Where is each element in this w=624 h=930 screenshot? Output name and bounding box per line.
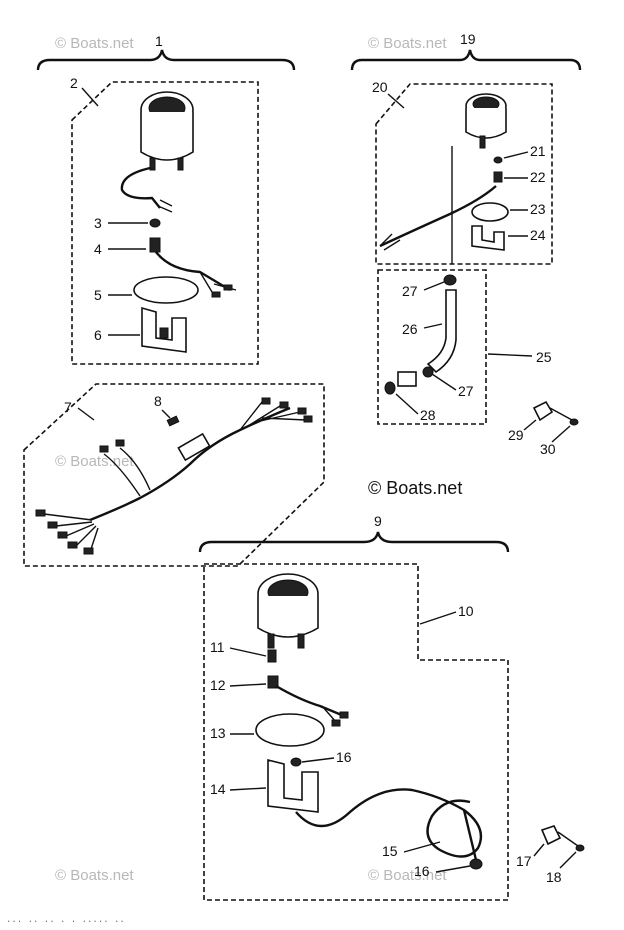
watermark-bottom-right: © Boats.net: [368, 867, 447, 884]
callout-27b[interactable]: 27: [458, 383, 474, 399]
watermark-top-left: © Boats.net: [55, 35, 134, 52]
callout-30[interactable]: 30: [540, 441, 556, 457]
callout-21[interactable]: 21: [530, 143, 546, 159]
callout-25[interactable]: 25: [536, 349, 552, 365]
part-6-bracket[interactable]: [141, 306, 187, 353]
gauge-part[interactable]: [140, 91, 194, 171]
watermark-bottom-left: © Boats.net: [55, 867, 134, 884]
callout-9[interactable]: 9: [374, 513, 382, 529]
watermark-top-right: © Boats.net: [368, 35, 447, 52]
callout-20[interactable]: 20: [372, 79, 388, 95]
part-26-tube[interactable]: [426, 289, 457, 374]
part-18[interactable]: [575, 844, 585, 852]
callout-7[interactable]: 7: [64, 399, 72, 415]
callout-24[interactable]: 24: [530, 227, 546, 243]
callout-19[interactable]: 19: [460, 31, 476, 47]
part-15-cable[interactable]: [295, 788, 483, 861]
footer-text: ··· ·· ·· · · ····· ··: [6, 917, 125, 927]
copyright-text: © Boats.net: [368, 478, 462, 498]
meter-part[interactable]: [465, 93, 507, 149]
watermark-mid-left: © Boats.net: [55, 453, 134, 470]
group-19: 19 20 21 22 23 24: [350, 31, 582, 265]
large-gauge-part[interactable]: [257, 573, 319, 649]
part-12-wire[interactable]: [267, 675, 349, 727]
group-9: 9 10 11 12 13 14 16: [198, 513, 510, 901]
part-5-ring[interactable]: [133, 276, 199, 304]
part-28[interactable]: [384, 381, 396, 395]
part-22[interactable]: [493, 171, 503, 183]
callout-12[interactable]: 12: [210, 677, 226, 693]
group-25: 25 27 26 27 28: [377, 269, 552, 425]
part-27-top[interactable]: [443, 274, 457, 286]
part-23-ring[interactable]: [471, 202, 509, 222]
part-16-top[interactable]: [290, 757, 302, 767]
callout-4[interactable]: 4: [94, 241, 102, 257]
part-3[interactable]: [149, 218, 161, 228]
callout-16a[interactable]: 16: [336, 749, 352, 765]
callout-13[interactable]: 13: [210, 725, 226, 741]
fitting[interactable]: [397, 371, 417, 387]
callout-8[interactable]: 8: [154, 393, 162, 409]
callout-17[interactable]: 17: [516, 853, 532, 869]
part-16-bottom[interactable]: [469, 858, 483, 870]
callout-23[interactable]: 23: [530, 201, 546, 217]
callout-15[interactable]: 15: [382, 843, 398, 859]
callout-6[interactable]: 6: [94, 327, 102, 343]
callout-27a[interactable]: 27: [402, 283, 418, 299]
part-14-bracket[interactable]: [267, 758, 319, 813]
callout-22[interactable]: 22: [530, 169, 546, 185]
callout-14[interactable]: 14: [210, 781, 226, 797]
group-7: 7 8: [23, 383, 325, 567]
callout-28[interactable]: 28: [420, 407, 436, 423]
wire-harness[interactable]: [35, 397, 313, 555]
part-17[interactable]: [540, 825, 562, 846]
callout-10[interactable]: 10: [458, 603, 474, 619]
part-27-bottom[interactable]: [422, 366, 434, 378]
part-11[interactable]: [267, 649, 277, 663]
part-30[interactable]: [569, 418, 579, 426]
part-21[interactable]: [493, 156, 503, 164]
callout-16b[interactable]: 16: [414, 863, 430, 879]
part-8[interactable]: [166, 415, 180, 427]
part-13-ring[interactable]: [255, 713, 325, 747]
callout-26[interactable]: 26: [402, 321, 418, 337]
parts-29-30: 29 30: [508, 400, 579, 457]
callout-2[interactable]: 2: [70, 75, 78, 91]
parts-17-18: 17 18: [516, 825, 585, 885]
part-4-wire[interactable]: [149, 237, 237, 298]
callout-1[interactable]: 1: [155, 33, 163, 49]
callout-5[interactable]: 5: [94, 287, 102, 303]
callout-29[interactable]: 29: [508, 427, 524, 443]
part-29[interactable]: [532, 400, 554, 422]
group-1: 1 2 3 4 5: [36, 33, 296, 365]
part-24-bracket[interactable]: [471, 225, 505, 251]
callout-11[interactable]: 11: [210, 639, 225, 655]
callout-3[interactable]: 3: [94, 215, 102, 231]
callout-18[interactable]: 18: [546, 869, 562, 885]
